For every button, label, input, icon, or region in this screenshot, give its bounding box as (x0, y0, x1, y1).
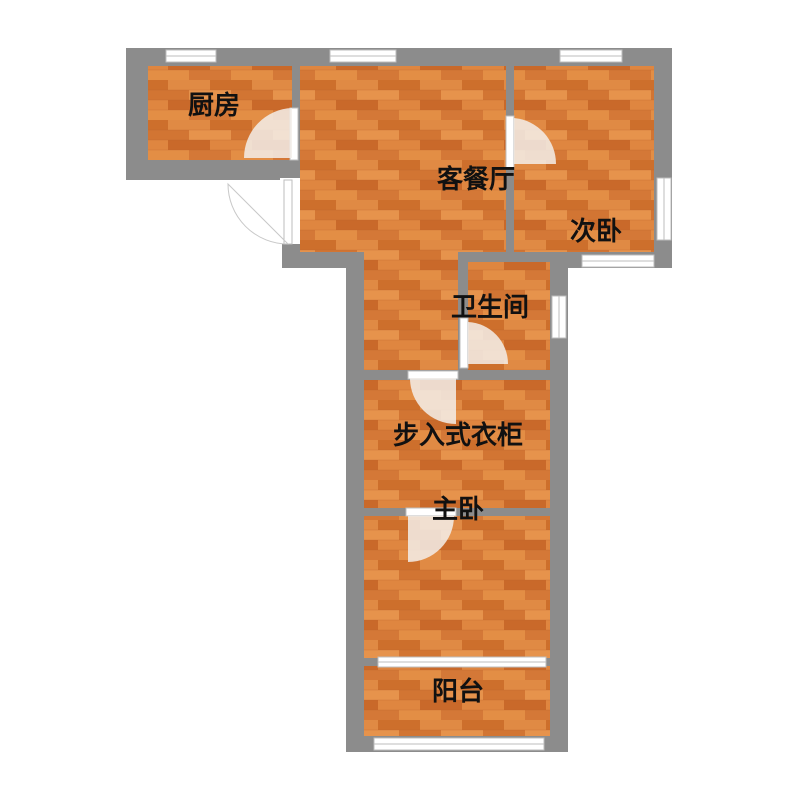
label-master-bedroom: 主卧 (432, 495, 484, 525)
floor-living-dining (300, 66, 506, 252)
entrance (227, 178, 300, 245)
floor-balcony (364, 666, 550, 736)
entrance-door-panel (283, 179, 293, 245)
entrance-door-swing (227, 182, 290, 245)
door-walk-in-closet (407, 370, 459, 424)
door-master-bedroom (405, 507, 457, 562)
room-floors (148, 66, 654, 736)
room-labels: 厨房 客餐厅 次卧 卫生间 步入式衣柜 主卧 阳台 (188, 91, 622, 707)
label-walk-in-closet: 步入式衣柜 (393, 420, 523, 451)
label-second-bedroom: 次卧 (570, 217, 622, 247)
door-second-bedroom (505, 115, 557, 169)
label-kitchen: 厨房 (188, 91, 240, 121)
label-living-dining: 客餐厅 (437, 164, 515, 195)
label-balcony: 阳台 (432, 676, 484, 707)
floor-master-bedroom (364, 516, 550, 658)
floor-walk-in-closet (364, 380, 550, 508)
door-bathroom (459, 317, 509, 369)
label-bathroom: 卫生间 (451, 293, 529, 323)
windows (165, 49, 672, 751)
floor-hallway (364, 252, 458, 370)
interior-doors (244, 107, 557, 562)
door-kitchen (244, 107, 299, 161)
